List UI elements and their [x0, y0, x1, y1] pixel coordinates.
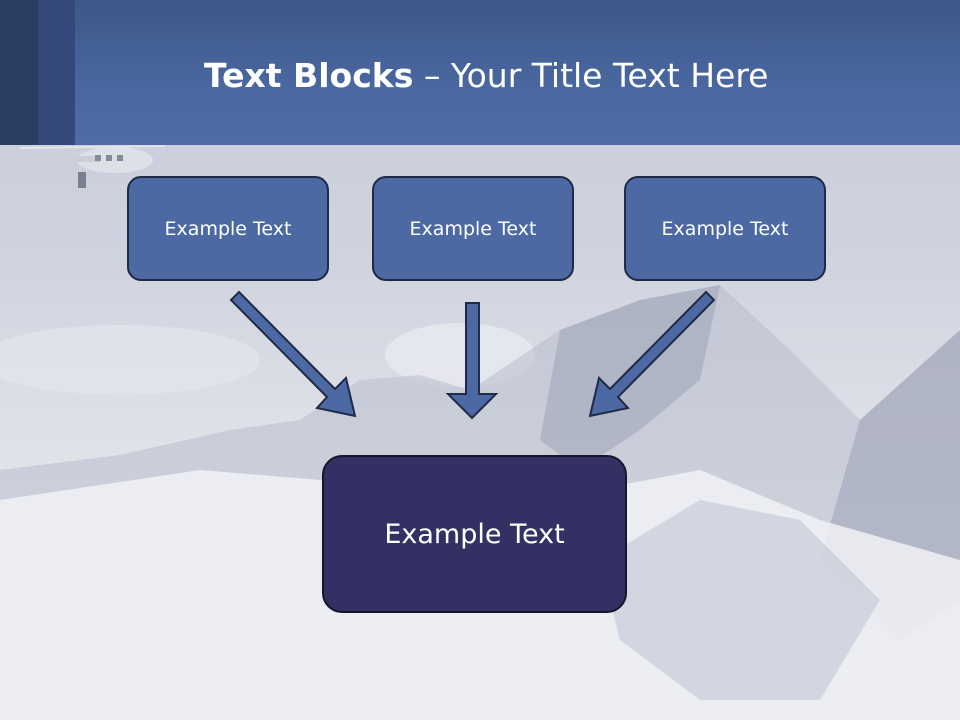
text-block-3[interactable]: Example Text	[624, 176, 826, 281]
slide-title-bold: Text Blocks	[204, 56, 414, 95]
header-accent-strip	[0, 0, 38, 145]
text-block-1[interactable]: Example Text	[127, 176, 329, 281]
text-block-label: Example Text	[409, 217, 537, 240]
text-block-label: Example Text	[661, 217, 789, 240]
title-bar: Text Blocks – Your Title Text Here	[0, 0, 960, 145]
slide-title: Text Blocks – Your Title Text Here	[204, 52, 768, 100]
target-block-label: Example Text	[384, 518, 565, 550]
header-accent-strip	[38, 0, 75, 145]
arrow-right-icon	[588, 290, 716, 418]
text-block-2[interactable]: Example Text	[372, 176, 574, 281]
arrow-left-icon	[229, 290, 357, 418]
target-block[interactable]: Example Text	[322, 455, 627, 613]
arrow-center-icon	[445, 302, 499, 420]
text-block-label: Example Text	[164, 217, 292, 240]
slide-title-rest: – Your Title Text Here	[413, 56, 769, 95]
helicopter-icon	[19, 145, 166, 188]
